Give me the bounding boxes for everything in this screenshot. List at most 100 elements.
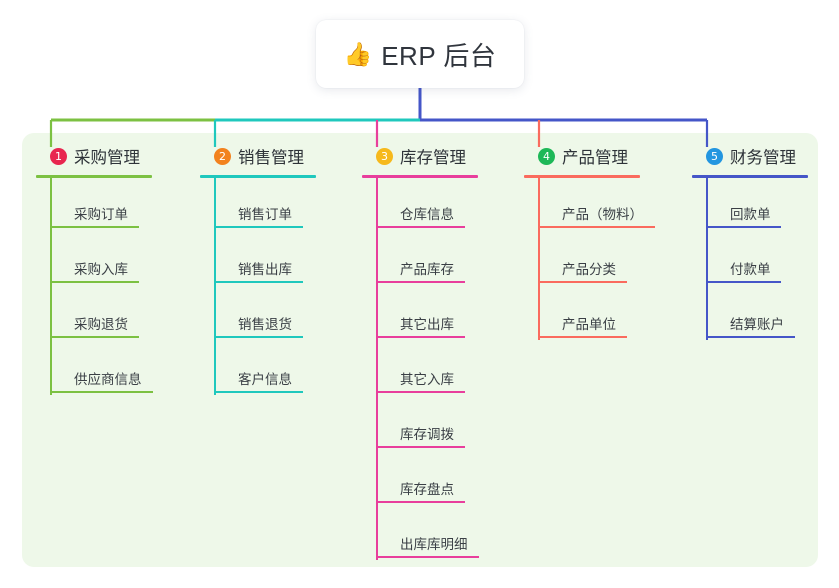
- menu-item-underline: [706, 336, 795, 338]
- thumbs-up-icon: 👍: [343, 40, 373, 67]
- menu-item-label: 产品单位: [562, 317, 616, 332]
- menu-item[interactable]: 销售订单: [200, 178, 316, 233]
- menu-item-underline: [376, 391, 465, 393]
- menu-item[interactable]: 客户信息: [200, 343, 316, 398]
- column-header-1[interactable]: 1 采购管理: [36, 143, 152, 169]
- menu-item[interactable]: 库存盘点: [362, 453, 478, 508]
- column-underline: [692, 175, 808, 178]
- column-underline: [200, 175, 316, 178]
- menu-item[interactable]: 产品单位: [524, 288, 640, 343]
- menu-item[interactable]: 其它出库: [362, 288, 478, 343]
- column-header-3[interactable]: 3 库存管理: [362, 143, 478, 169]
- column-title: 采购管理: [74, 149, 140, 167]
- menu-item-underline: [376, 556, 479, 558]
- column-items: 回款单付款单结算账户: [692, 178, 808, 343]
- column-header-5[interactable]: 5 财务管理: [692, 143, 808, 169]
- column-title: 库存管理: [400, 149, 466, 167]
- menu-item-underline: [376, 446, 465, 448]
- column-badge-icon-3: 3: [376, 147, 393, 165]
- menu-item-underline: [538, 226, 655, 228]
- menu-item-label: 回款单: [730, 207, 771, 222]
- menu-item-label: 采购订单: [74, 207, 128, 222]
- menu-item-underline: [50, 336, 139, 338]
- menu-item-label: 其它入库: [400, 372, 454, 387]
- menu-item-underline: [706, 226, 781, 228]
- column-items: 仓库信息产品库存其它出库其它入库库存调拨库存盘点出库库明细: [362, 178, 479, 563]
- column-5: 5 财务管理回款单付款单结算账户: [692, 143, 808, 343]
- column-1: 1 采购管理采购订单采购入库采购退货供应商信息: [36, 143, 153, 398]
- column-badge-icon-1: 1: [50, 147, 67, 165]
- root-node[interactable]: 👍 ERP 后台: [316, 20, 524, 88]
- menu-item[interactable]: 付款单: [692, 233, 808, 288]
- menu-item[interactable]: 回款单: [692, 178, 808, 233]
- column-items: 采购订单采购入库采购退货供应商信息: [36, 178, 153, 398]
- menu-item[interactable]: 出库库明细: [362, 508, 479, 563]
- menu-item[interactable]: 仓库信息: [362, 178, 478, 233]
- menu-item-underline: [50, 281, 139, 283]
- column-header-2[interactable]: 2 销售管理: [200, 143, 316, 169]
- menu-item-label: 采购入库: [74, 262, 128, 277]
- column-underline: [524, 175, 640, 178]
- menu-item-label: 采购退货: [74, 317, 128, 332]
- menu-item[interactable]: 产品（物料）: [524, 178, 655, 233]
- column-underline: [362, 175, 478, 178]
- menu-item[interactable]: 采购入库: [36, 233, 152, 288]
- menu-item-underline: [376, 336, 465, 338]
- column-badge-icon-2: 2: [214, 147, 231, 165]
- menu-item[interactable]: 结算账户: [692, 288, 808, 343]
- menu-item-underline: [376, 281, 465, 283]
- menu-item-label: 销售出库: [238, 262, 292, 277]
- column-4: 4 产品管理产品（物料） 产品分类产品单位: [524, 143, 655, 343]
- diagram-panel: [22, 133, 818, 567]
- menu-item-underline: [706, 281, 781, 283]
- menu-item-label: 供应商信息: [74, 372, 142, 387]
- menu-item-label: 产品（物料）: [562, 207, 643, 222]
- menu-item-label: 销售订单: [238, 207, 292, 222]
- menu-item-underline: [214, 336, 303, 338]
- menu-item-label: 其它出库: [400, 317, 454, 332]
- column-2: 2 销售管理销售订单销售出库销售退货客户信息: [200, 143, 316, 398]
- menu-item[interactable]: 库存调拨: [362, 398, 478, 453]
- menu-item[interactable]: 采购订单: [36, 178, 152, 233]
- column-title: 财务管理: [730, 149, 796, 167]
- menu-item-label: 出库库明细: [400, 537, 468, 552]
- column-underline: [36, 175, 152, 178]
- menu-item-underline: [214, 391, 303, 393]
- column-spine: [538, 178, 540, 340]
- menu-item-label: 结算账户: [730, 317, 784, 332]
- menu-item-underline: [50, 391, 153, 393]
- menu-item-label: 销售退货: [238, 317, 292, 332]
- menu-item-underline: [214, 281, 303, 283]
- menu-item-label: 产品库存: [400, 262, 454, 277]
- menu-item-underline: [538, 336, 627, 338]
- menu-item-label: 仓库信息: [400, 207, 454, 222]
- menu-item[interactable]: 采购退货: [36, 288, 152, 343]
- menu-item[interactable]: 销售退货: [200, 288, 316, 343]
- column-badge-icon-5: 5: [706, 147, 723, 165]
- menu-item[interactable]: 产品分类: [524, 233, 640, 288]
- menu-item-label: 库存调拨: [400, 427, 454, 442]
- menu-item-underline: [376, 501, 465, 503]
- menu-item-label: 产品分类: [562, 262, 616, 277]
- menu-item-underline: [50, 226, 139, 228]
- menu-item[interactable]: 产品库存: [362, 233, 478, 288]
- column-title: 销售管理: [238, 149, 304, 167]
- menu-item-underline: [538, 281, 627, 283]
- column-items: 销售订单销售出库销售退货客户信息: [200, 178, 316, 398]
- column-spine: [706, 178, 708, 340]
- column-badge-icon-4: 4: [538, 147, 555, 165]
- menu-item[interactable]: 销售出库: [200, 233, 316, 288]
- column-header-4[interactable]: 4 产品管理: [524, 143, 640, 169]
- column-spine: [50, 178, 52, 395]
- menu-item[interactable]: 其它入库: [362, 343, 478, 398]
- column-spine: [214, 178, 216, 395]
- column-3: 3 库存管理仓库信息产品库存其它出库其它入库库存调拨库存盘点出库库明细: [362, 143, 479, 563]
- menu-item[interactable]: 供应商信息: [36, 343, 153, 398]
- column-spine: [376, 178, 378, 560]
- column-title: 产品管理: [562, 149, 628, 167]
- menu-item-underline: [376, 226, 465, 228]
- column-items: 产品（物料） 产品分类产品单位: [524, 178, 655, 343]
- menu-item-underline: [214, 226, 303, 228]
- menu-item-label: 库存盘点: [400, 482, 454, 497]
